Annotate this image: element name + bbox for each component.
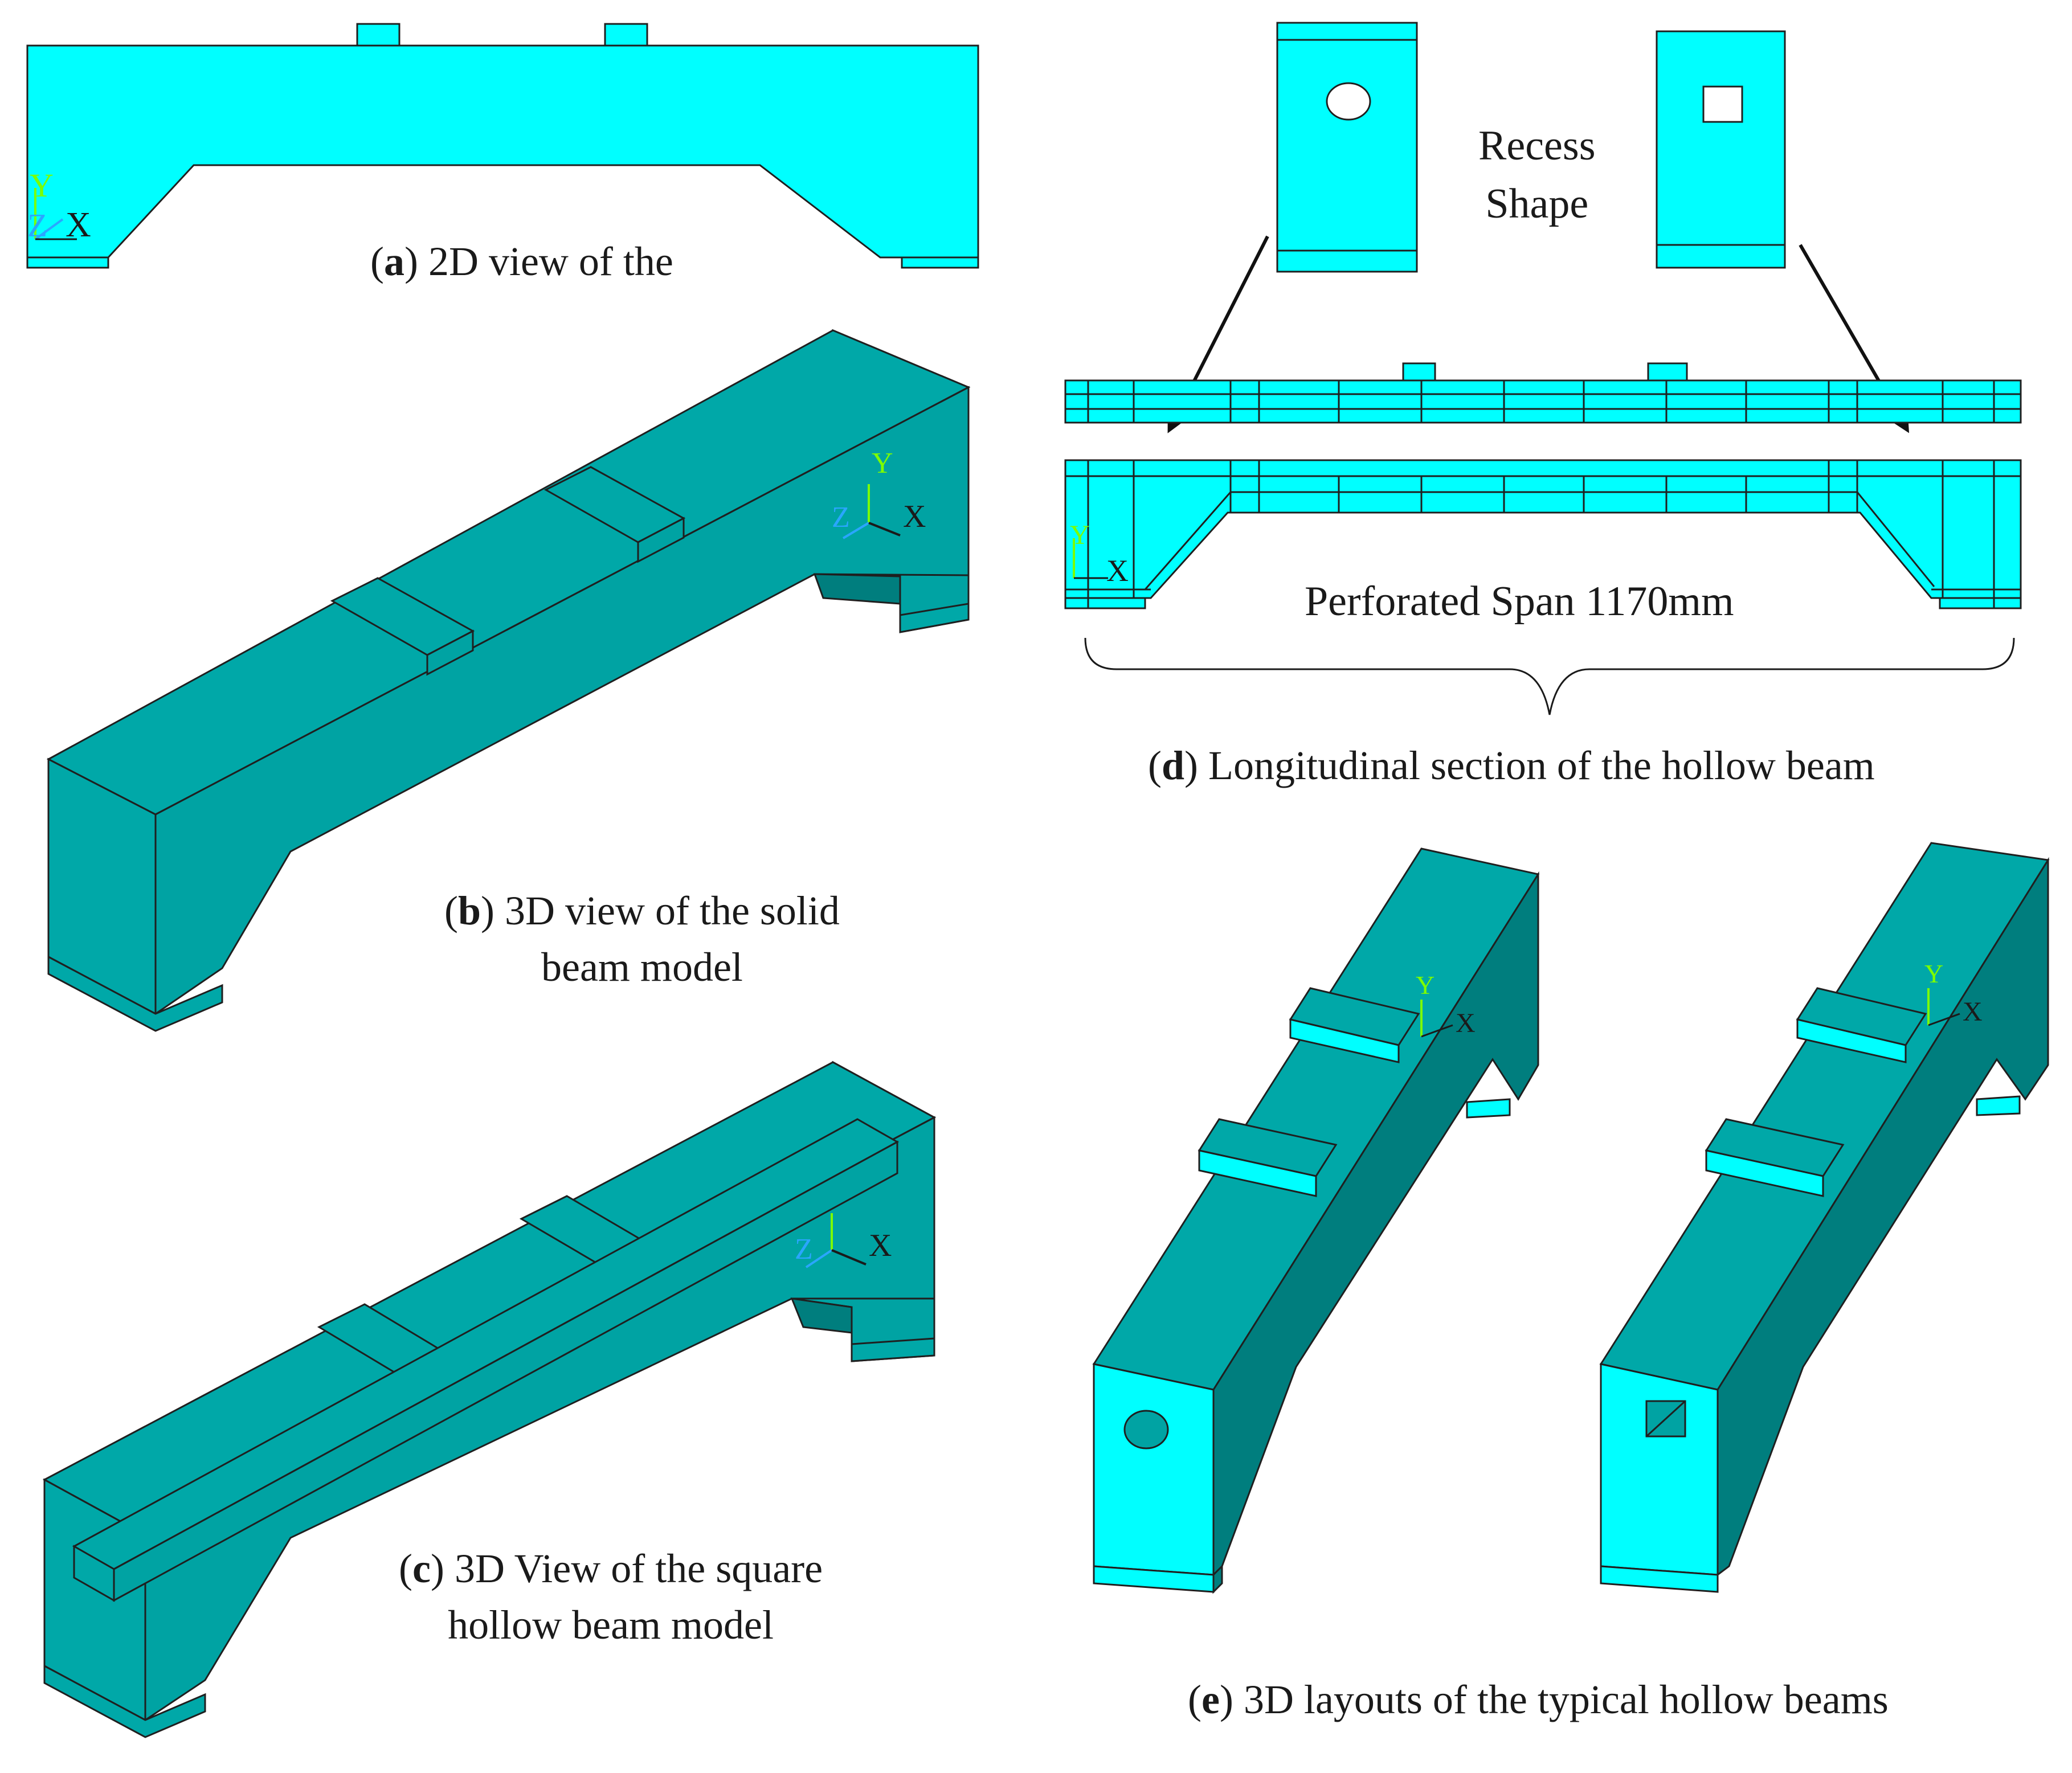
support-pad-right: [899, 603, 970, 633]
axis-triad-a: Y Z X: [27, 167, 91, 244]
circular-recess: [1326, 82, 1371, 121]
axis-y-label: Y: [30, 167, 54, 204]
caption-c-line1: 3D View of the square: [454, 1546, 823, 1591]
caption-d-text: Longitudinal section of the hollow beam: [1208, 743, 1875, 788]
axis-x-label: X: [1456, 1008, 1476, 1038]
haunch-inner-face: [813, 573, 901, 605]
caption-a-letter: a: [383, 239, 404, 284]
caption-b: (b) 3D view of the solid beam model: [444, 888, 840, 990]
haunch-inner-face: [790, 1297, 853, 1334]
panel-a-2d-beam: [26, 23, 979, 269]
load-pad-1-front: [1705, 1149, 1824, 1197]
caption-d: (d) Longitudinal section of the hollow b…: [1148, 743, 1875, 788]
axis-x-label: X: [1106, 554, 1129, 588]
load-pad-1-front: [1198, 1149, 1317, 1197]
hollow-core-bar-top: [72, 1118, 900, 1570]
axis-triad-c: Z X: [795, 1213, 892, 1268]
section-strip-top: [1064, 362, 2022, 424]
loading-pad-right: [604, 23, 648, 47]
axis-y-label: Y: [1070, 520, 1090, 550]
square-recess: [1702, 85, 1743, 123]
load-pad-2-front: [1796, 1018, 1907, 1063]
axis-z-label: Z: [27, 207, 47, 244]
axis-y-label: Y: [1924, 959, 1943, 988]
axis-y-label: Y: [872, 447, 893, 480]
beam-side-face: [144, 1116, 935, 1722]
hollow-beam-circle: [1092, 847, 1540, 1594]
support-pad-far: [1976, 1095, 2021, 1116]
loading-pad-left: [356, 23, 400, 47]
caption-e-letter: e: [1201, 1677, 1220, 1722]
caption-a: (a) 2D view of the: [370, 239, 673, 284]
caption-d-letter: d: [1161, 743, 1185, 788]
support-pad-end: [1600, 1565, 1719, 1593]
axis-triad-d: Y X: [1070, 520, 1129, 588]
recess-plate-square: [1656, 30, 1786, 269]
caption-c-line2: hollow beam model: [448, 1602, 774, 1648]
caption-c-letter: c: [412, 1546, 431, 1591]
span-label-text: Perforated Span 1170mm: [1305, 578, 1734, 625]
recess-plate-circle: [1276, 22, 1418, 273]
span-brace: [1084, 637, 2015, 715]
panel-c-hollow-beam: [42, 1060, 937, 1738]
support-pad-left: [47, 955, 223, 1032]
axis-triad-b: Y Z X: [832, 447, 926, 539]
beam-side-face: [154, 386, 970, 1016]
axis-triad-e1: Y X: [1416, 971, 1476, 1038]
axis-z-label: Z: [795, 1233, 813, 1266]
hollow-beam-square: [1599, 842, 2050, 1593]
axis-x-label: X: [66, 206, 91, 244]
axis-x-label: X: [869, 1228, 892, 1263]
support-pad-left: [43, 1664, 206, 1738]
caption-e: (e) 3D layouts of the typical hollow bea…: [1188, 1677, 1889, 1722]
caption-b-line2: beam model: [541, 944, 743, 990]
panel-b-solid-beam: [46, 329, 971, 1032]
hollow-core-bar-side: [113, 1140, 898, 1602]
caption-e-text: 3D layouts of the typical hollow beams: [1243, 1677, 1889, 1722]
support-pad-far: [1466, 1098, 1511, 1119]
longitudinal-section: [1064, 459, 2022, 609]
axis-triad-e2: Y X: [1924, 959, 1983, 1027]
recess-shape-label: Recess Shape: [1478, 117, 1596, 233]
axis-y-label: Y: [1416, 971, 1435, 1000]
recess-label-line1: Recess: [1478, 122, 1596, 169]
caption-c: (c) 3D View of the square hollow beam mo…: [399, 1546, 823, 1648]
caption-b-letter: b: [457, 888, 481, 933]
axis-x-label: X: [1963, 997, 1983, 1027]
beam-end-face: [1093, 1363, 1215, 1576]
axis-x-label: X: [903, 499, 926, 534]
beam-side-face: [1717, 857, 2049, 1577]
caption-a-text: 2D view of the: [428, 239, 673, 284]
caption-b-line1: 3D view of the solid: [505, 888, 840, 933]
recess-label-line2: Shape: [1485, 181, 1589, 228]
beam-outline-2d: [26, 44, 979, 269]
support-pad-side: [1212, 1564, 1223, 1594]
axis-z-label: Z: [832, 501, 850, 534]
beam-end-face: [1600, 1363, 1719, 1576]
support-pad-right: [851, 1337, 935, 1362]
load-pad-1-front: [426, 629, 474, 676]
span-label: Perforated Span 1170mm: [1305, 572, 1734, 630]
hollow-core-bar-end: [73, 1545, 115, 1602]
load-pad-2-front: [637, 517, 685, 563]
circular-hole: [1123, 1410, 1169, 1449]
load-pad-2-front: [1289, 1018, 1400, 1063]
